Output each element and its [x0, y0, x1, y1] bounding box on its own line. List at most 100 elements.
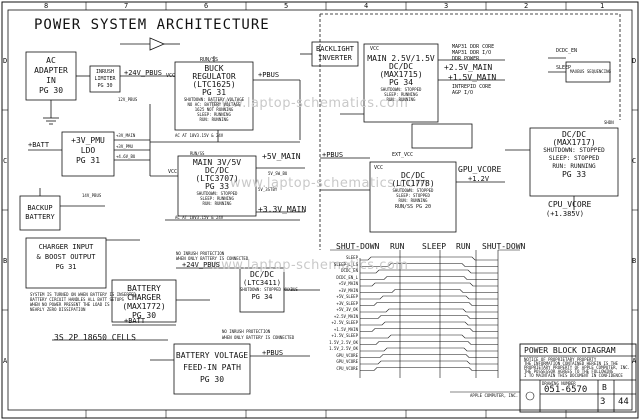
rail-label: +24V_PBUS: [124, 69, 162, 77]
timing-trace: [360, 367, 498, 371]
rail-label: +PBUS: [262, 349, 284, 357]
rail-label: +1.5V_MAIN: [448, 73, 497, 82]
zone-label: 8: [44, 2, 49, 10]
row-label: A: [632, 357, 637, 365]
rail-label: CPU_VCORE: [548, 200, 592, 209]
watermark: www.laptop-schematics.com: [210, 258, 409, 273]
timing-trace: [360, 263, 498, 267]
signal-label: SLEEP: [556, 65, 572, 71]
zone-label: 3: [444, 2, 449, 10]
timing-trace: [360, 360, 498, 365]
timing-signal-label: GPU_VCORE: [336, 352, 358, 358]
note-text: NO INRUSH PROTECTION: [176, 251, 225, 256]
timing-signal-label: +1.5V_SLEEP: [331, 333, 359, 338]
timing-signal-label: +3V_SLEEP: [336, 300, 358, 306]
timing-trace: [360, 334, 498, 339]
timing-trace: [360, 308, 498, 313]
timing-signal-label: +2.5V_SLEEP: [331, 320, 359, 325]
timing-signal-label: +5V_3V_OK: [336, 307, 358, 312]
row-label: D: [3, 57, 8, 65]
row-label: C: [632, 157, 637, 165]
zone-label: 4: [364, 2, 369, 10]
rail-label: 12V_PBUS: [118, 97, 138, 102]
signal-label: DCDC_EN: [556, 48, 578, 54]
rail-label: +BATT: [28, 141, 50, 149]
rail-label: 14V_PBUS: [82, 193, 102, 198]
dwg-label: DRAWING NUMBER: [542, 381, 576, 386]
timing-signal-label: GPU_VCORE: [336, 359, 358, 364]
cells-label: 3S 2P 18650 CELLS: [54, 333, 136, 342]
timing-signal-label: SLEEP: [345, 255, 358, 260]
zone-label: 2: [524, 2, 529, 10]
sheet-number: 3: [600, 397, 606, 407]
row-label: C: [3, 157, 8, 165]
note-text: WHEN ONLY BATTERY IS CONNECTED: [176, 256, 249, 261]
timing-signal-label: 1.5V_2.5V_OK: [329, 339, 358, 345]
note-text: NO INRUSH PROTECTION: [222, 329, 271, 334]
timing-signal-label: SLEEP_L_LS: [333, 261, 358, 267]
rail-label: +1.2V: [468, 175, 490, 183]
signal-label: MAXBUS SEQUENCING: [570, 69, 611, 74]
timing-signal-label: DCDC_EN_L: [336, 274, 358, 280]
timing-trace: [360, 328, 498, 332]
rail-label: +24V_PBUS: [182, 261, 220, 269]
revision: B: [602, 383, 607, 392]
zone-label: 5: [284, 2, 289, 10]
zone-label: 1: [600, 2, 605, 10]
timing-trace: [360, 295, 498, 300]
row-label: B: [3, 257, 8, 265]
charger-notes: SYSTEM IS TURNED ON WHEN BATTERY IS INSE…: [30, 292, 136, 312]
timing-signal-label: 1.5V_2.5V_OK: [329, 346, 358, 351]
pin-label: SHDN: [604, 120, 614, 125]
note-text: WHEN ONLY BATTERY IS CONNECTED: [222, 335, 295, 340]
timing-trace: [360, 269, 498, 274]
rail-label: +PBUS: [322, 151, 344, 159]
page-title: POWER SYSTEM ARCHITECTURE: [34, 17, 270, 33]
pin-label: RUN/SS: [190, 151, 205, 156]
pin-label: VCC: [374, 165, 384, 171]
pin-label: RUN/SS: [200, 57, 219, 63]
timing-trace: [360, 276, 498, 280]
pin-label: EXT_VCC: [392, 152, 414, 158]
note-text: AC AT 18V3.15V & 24V: [175, 215, 224, 220]
rail-label: +3V_PMU: [116, 144, 133, 149]
rail-label: GPU_VCORE: [458, 165, 502, 174]
timing-signal-label: +2.5V_MAIN: [333, 313, 358, 319]
sheet-title: POWER BLOCK DIAGRAM: [524, 346, 616, 355]
timing-signal-label: +3V_MAIN: [338, 287, 358, 293]
note-text: AC AT 18V3.15V & 24V: [175, 133, 224, 138]
timing-trace: [360, 289, 498, 293]
timing-trace: [360, 256, 498, 261]
watermark: www.laptop-schematics.com: [210, 96, 409, 111]
timing-signal-label: +1.5V_MAIN: [333, 326, 358, 332]
pin-label: VCC: [370, 46, 380, 52]
timing-trace: [360, 302, 498, 306]
sheet-total: 44: [618, 397, 629, 407]
rail-label: +3.3V_MAIN: [258, 205, 307, 214]
row-label: D: [632, 57, 637, 65]
rail-label: +3V_MAIN: [116, 133, 136, 138]
timing-trace: [360, 341, 498, 345]
pin-label: VCC: [168, 169, 178, 175]
timing-traces: [360, 256, 498, 371]
rail-label: 5V_3STBY: [258, 187, 278, 192]
timing-header: SHUT-DOWN: [482, 242, 526, 251]
timing-header: SHUT-DOWN: [336, 242, 380, 251]
company-name: APPLE COMPUTER, INC.: [470, 393, 519, 398]
rail-label: +4.6V_BU: [116, 154, 136, 159]
rail-label: (+1.385V): [546, 210, 584, 218]
watermark: www.laptop-schematics.com: [230, 176, 429, 191]
